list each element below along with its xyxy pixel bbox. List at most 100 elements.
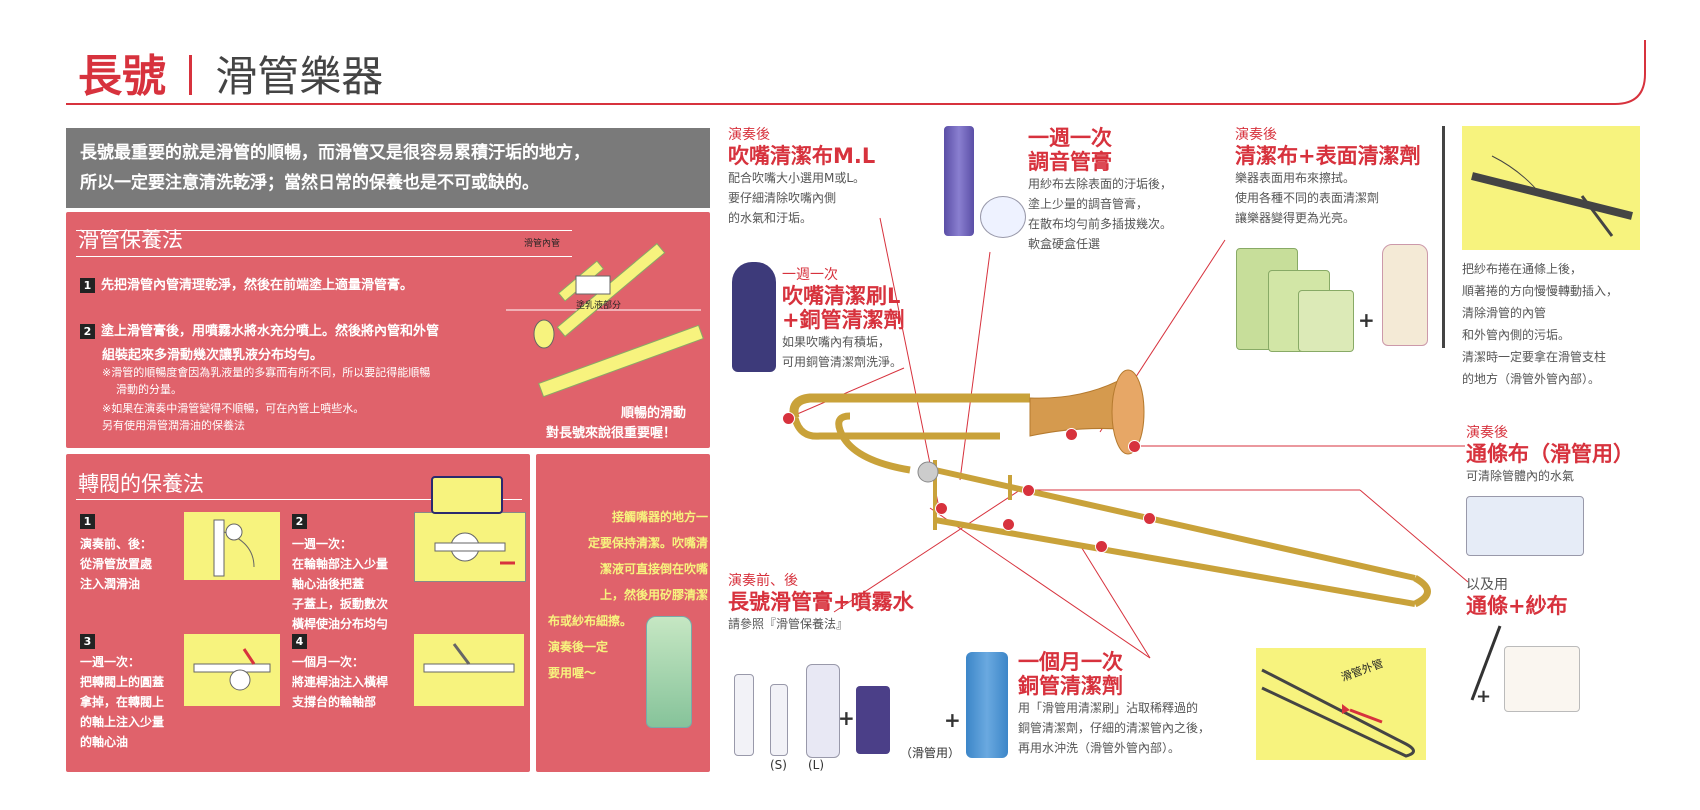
mouthpiece-tip-panel: 接觸嘴器的地方一 定要保持清潔。吹嘴清 潔液可直接倒在吹嘴 上，然後用矽膠清潔 … <box>536 454 710 772</box>
monthly-freq: 一個月一次 <box>1018 650 1123 674</box>
spray-water-image <box>806 664 840 758</box>
rod-plus: + <box>1476 686 1492 707</box>
valve-care-rule <box>76 499 522 500</box>
valve-care-title: 轉閥的保養法 <box>78 472 204 496</box>
rod-block: 以及用 通條+紗布 <box>1466 576 1568 618</box>
size-label-l: (L) <box>808 758 825 772</box>
valve-step-number-2: 2 <box>292 514 307 529</box>
valve-step-1-text: 演奏前、後： 從滑管放置處 注入潤滑油 <box>80 537 153 591</box>
rod-image <box>1470 625 1502 701</box>
polish-bottle-image <box>1382 244 1428 346</box>
swab-image <box>1466 496 1584 556</box>
mouthpiece-cloth-image <box>732 262 776 372</box>
rod-sub: 以及用 <box>1466 577 1508 593</box>
slide-note-2: ※如果在演奏中滑管變得不順暢，可在內管上噴些水。 <box>102 402 365 415</box>
marker-dot-bell <box>1128 440 1141 453</box>
polish-when: 演奏後 <box>1235 127 1277 143</box>
spray-bottle-image <box>646 616 692 728</box>
valve-step-3-image <box>184 634 280 706</box>
fig-label-inner-slide: 滑管內管 <box>524 239 561 249</box>
polish-title: 清潔布+表面清潔劑 <box>1235 144 1421 168</box>
slide-note-1a: ※滑管的順暢度會因為乳液量的多寡而有所不同，所以要記得能順暢 <box>102 366 431 379</box>
fig-label-cream-area: 塗乳液部分 <box>576 301 622 311</box>
valve-step-2-zoom <box>431 476 503 514</box>
polish-block: 演奏後 清潔布+表面清潔劑 樂器表面用布來擦拭。 使用各種不同的表面清潔劑 讓樂… <box>1235 127 1421 225</box>
size-label-s: (S) <box>770 758 787 772</box>
slide-cream-bottle-l-image <box>770 684 788 756</box>
slide-cream-block: 演奏前、後 長號滑管膏+噴霧水 請參照『滑管保養法』 <box>728 573 914 631</box>
slide-cream-bottle-s-image <box>734 674 754 756</box>
slide-cream-when: 演奏前、後 <box>728 573 798 589</box>
valve-step-number-4: 4 <box>292 634 307 649</box>
slide-cream-title: 長號滑管膏+噴霧水 <box>728 590 914 614</box>
tuning-grease-block: 一週一次 調音管膏 用紗布去除表面的汙垢後， 塗上少量的調音管膏， 在散布均勻前… <box>1028 126 1173 251</box>
brass-soap-image <box>966 652 1008 758</box>
swab-block: 演奏後 通條布（滑管用） 可清除管體內的水氣 <box>1466 425 1634 483</box>
title-divider <box>189 55 193 95</box>
tip-text: 接觸嘴器的地方一 定要保持清潔。吹嘴清 潔液可直接倒在吹嘴 上，然後用矽膠清潔 … <box>548 510 708 680</box>
title-instrument: 長號 <box>78 51 166 102</box>
step-number-1: 1 <box>80 278 95 293</box>
valve-step-1-image <box>184 512 280 580</box>
slide-care-rule <box>76 230 572 231</box>
emphasis-line-2: 對長號來說很重要喔！ <box>546 426 677 441</box>
brush-title-a: 吹嘴清潔刷L <box>782 284 901 308</box>
swab-when: 演奏後 <box>1466 425 1508 441</box>
wrap-text: 把紗布捲在通條上後， 順著捲的方向慢慢轉動插入， 清除滑管的內管 和外管內側的污… <box>1462 262 1619 386</box>
valve-step-2-image <box>414 512 526 582</box>
monthly-title: 銅管清潔劑 <box>1018 674 1123 698</box>
polish-plus: + <box>1358 308 1375 332</box>
tuning-grease-freq: 一週一次 <box>1028 126 1112 150</box>
valve-step-2-text: 一週一次： 在輪軸部注入少量 軸心油後把蓋 子蓋上，扳動數次 橫桿使油分布均勻 <box>292 537 389 631</box>
slide-note-3: 另有使用滑管潤滑油的保養法 <box>102 419 245 432</box>
tuning-grease-title: 調音管膏 <box>1028 150 1112 174</box>
valve-step-4-text: 一個月一次： 將連桿油注入橫桿 支撐台的輪軸部 <box>292 655 389 709</box>
outer-slide-illustration <box>1256 648 1426 760</box>
slide-cream-plus: + <box>838 706 855 730</box>
page-title: 長號 滑管樂器 <box>78 40 383 104</box>
valve-step-3-text: 一週一次： 把轉閥上的圓蓋 拿掉，在轉閥上 的軸上注入少量 的軸心油 <box>80 655 165 749</box>
title-category: 滑管樂器 <box>215 52 384 101</box>
brush-block: 一週一次 吹嘴清潔刷L +銅管清潔劑 如果吹嘴內有積垢， 可用銅管清潔劑洗淨。 <box>782 267 905 369</box>
header-rule <box>66 40 1646 105</box>
marker-dot-slide-b <box>1022 484 1035 497</box>
brush-freq: 一週一次 <box>782 267 838 283</box>
polish-cloth-image-3 <box>1298 290 1354 352</box>
trombone <box>789 393 1431 608</box>
mouthpiece-cloth-title: 吹嘴清潔布M.L <box>728 144 876 168</box>
tuning-grease-stick-image <box>944 126 974 236</box>
intro-banner: 長號最重要的就是滑管的順暢，而滑管又是很容易累積汙垢的地方， 所以一定要注意清洗… <box>66 128 710 208</box>
slide-illustration <box>506 242 704 398</box>
step-number-2: 2 <box>80 324 95 339</box>
swab-title: 通條布（滑管用） <box>1466 442 1634 466</box>
slide-note-1b: 滑動的分量。 <box>116 383 182 396</box>
valve-step-4-image <box>414 634 524 706</box>
emphasis-line-1: 順暢的滑動 <box>621 406 687 421</box>
marker-dot-tuning <box>1065 428 1078 441</box>
slide-step-2-cont: 組裝起來多滑動幾次讓乳液分布均勻。 <box>102 348 324 363</box>
mouthpiece-cloth-block: 演奏後 吹嘴清潔布M.L 配合吹嘴大小選用M或L。 要仔細清除吹嘴內側 的水氣和… <box>728 127 876 225</box>
monthly-block: 一個月一次 銅管清潔劑 用「滑管用清潔刷」沾取稀釋過的 銅管清潔劑，仔細的清潔管… <box>1018 650 1211 755</box>
slide-oil-tube-image <box>856 686 890 754</box>
marker-dot-slide-a <box>935 502 948 515</box>
polish-divider <box>1442 126 1445 348</box>
marker-dot-mouthpiece <box>782 412 795 425</box>
slide-care-rule-bottom <box>76 256 572 257</box>
monthly-plus: + <box>944 708 961 732</box>
valve-step-number-3: 3 <box>80 634 95 649</box>
tuning-grease-jar-image <box>980 196 1026 238</box>
valve-care-panel: 轉閥的保養法 1 演奏前、後： 從滑管放置處 注入潤滑油 2 一週一次： 在輪軸… <box>66 454 530 772</box>
rod-title: 通條+紗布 <box>1466 594 1568 618</box>
brush-title-b: +銅管清潔劑 <box>782 308 905 332</box>
wrap-illustration <box>1462 126 1640 250</box>
intro-line-1: 長號最重要的就是滑管的順暢，而滑管又是很容易累積汙垢的地方， <box>80 143 590 163</box>
intro-line-2: 所以一定要注意清洗乾淨；當然日常的保養也是不可或缺的。 <box>80 173 539 193</box>
mouthpiece-cloth-when: 演奏後 <box>728 127 770 143</box>
gauze-image <box>1504 646 1580 712</box>
monthly-tag: （滑管用） <box>900 746 961 760</box>
slide-care-title: 滑管保養法 <box>78 228 183 252</box>
